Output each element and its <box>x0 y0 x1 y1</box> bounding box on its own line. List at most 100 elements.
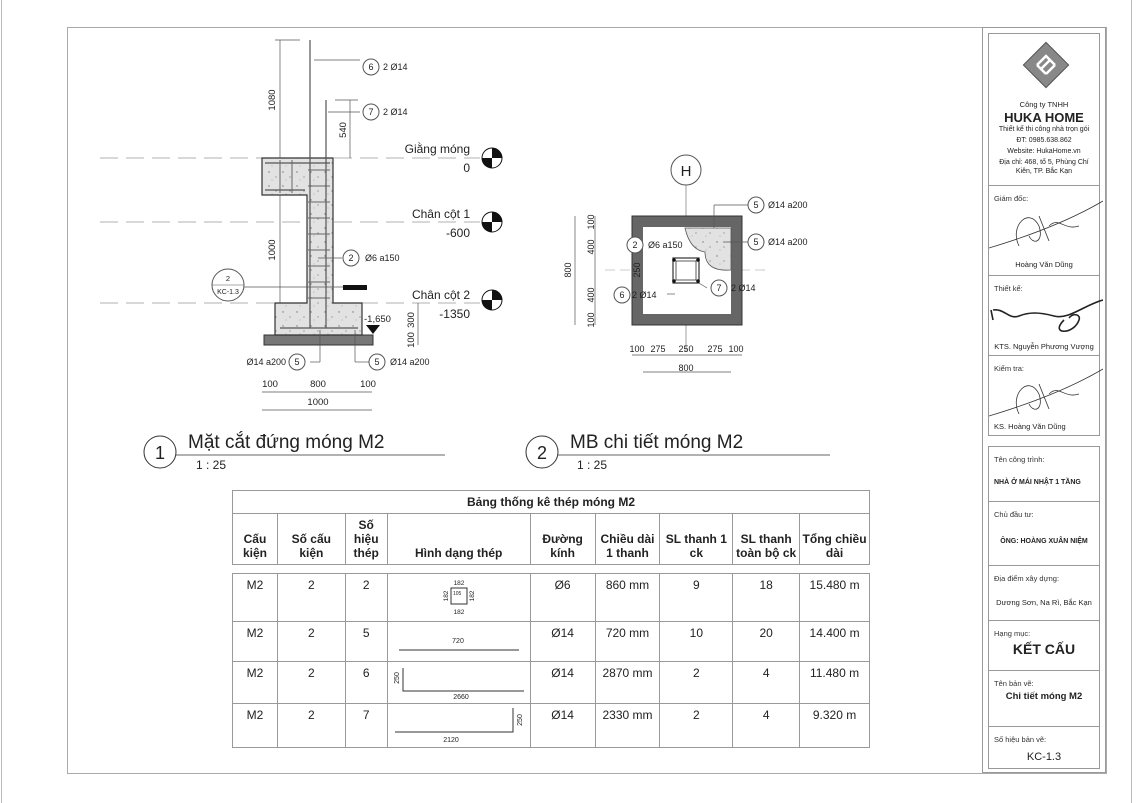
svg-text:7: 7 <box>716 283 721 293</box>
company-website: Website: HukaHome.vn <box>1007 148 1081 155</box>
col-header: SL thanh 1 ck <box>659 513 734 565</box>
svg-text:800: 800 <box>678 363 693 373</box>
company-address: Địa chỉ: 468, tổ 5, Phùng Chí Kiên, TP. … <box>999 159 1089 175</box>
level-chan-cot-2: Chân cột 2 -1350 <box>412 288 503 321</box>
svg-text:2: 2 <box>348 253 353 263</box>
company-phone: ĐT: 0985.638.862 <box>1016 137 1072 144</box>
svg-text:2: 2 <box>226 274 230 283</box>
svg-text:7: 7 <box>368 107 373 117</box>
rebar-shape-straight: 720 <box>386 621 531 662</box>
sheet-name-section: Tên bản vẽ:Chi tiết móng M2 <box>989 671 1099 727</box>
svg-text:105: 105 <box>453 591 462 597</box>
dim-1000-vertical: 1000 <box>267 239 278 260</box>
col-header: Số hiệu thép <box>344 513 388 565</box>
plan-dims: 100 400 250 400 100 800 100 275 250 275 … <box>563 214 744 373</box>
svg-text:Ø14 a200: Ø14 a200 <box>768 237 808 247</box>
director-name: Hoàng Văn Dũng <box>1015 260 1073 269</box>
location-section: Địa điểm xây dựng:Dương Sơn, Na Rì, Bắc … <box>989 566 1099 621</box>
drawing-frame <box>67 27 1107 774</box>
col-header: Số cấu kiện <box>276 513 346 565</box>
dim-100-right: 100 <box>360 379 376 390</box>
dim-100-left: 100 <box>262 379 278 390</box>
dim-300: 300 <box>406 312 417 328</box>
col-header: Chiều dài 1 thanh <box>594 513 661 565</box>
rebar-tag: 5 Ø14 a200 <box>747 196 808 214</box>
svg-text:250: 250 <box>394 672 401 684</box>
svg-text:Chân cột 2: Chân cột 2 <box>412 288 470 302</box>
col-header: Đường kính <box>529 513 596 565</box>
title-block-lower: Tên công trình:NHÀ Ở MÁI NHẬT 1 TẦNG Chủ… <box>988 446 1100 769</box>
svg-text:5: 5 <box>374 357 379 367</box>
svg-text:5: 5 <box>753 237 758 247</box>
view-title-1: 1 Mặt cắt đứng móng M2 1 : 25 <box>143 431 445 472</box>
company-slogan: Thiết kế thi công nhà trọn gói <box>998 126 1090 133</box>
section-reference: 2KC-1.3 <box>211 268 245 302</box>
svg-text:-600: -600 <box>446 226 470 240</box>
owner-name: ÔNG: HOÀNG XUÂN NIỆM <box>1000 538 1088 545</box>
svg-text:Ø14 a200: Ø14 a200 <box>390 357 430 367</box>
category-section: Hạng mục:KẾT CẤU <box>989 621 1099 671</box>
company-prefix: Công ty TNHH <box>1019 100 1069 109</box>
svg-text:182: 182 <box>453 580 464 587</box>
svg-text:720: 720 <box>452 638 464 645</box>
spot-level: -1,650 <box>364 314 391 325</box>
svg-text:1 : 25: 1 : 25 <box>196 458 226 472</box>
svg-text:275: 275 <box>650 344 665 354</box>
svg-text:Ø6 a150: Ø6 a150 <box>365 253 400 263</box>
svg-text:182: 182 <box>453 609 464 616</box>
sheet-number-section: Số hiệu bản vẽ:KC-1.3 <box>989 727 1099 770</box>
designer-name: KTS. Nguyễn Phương Vượng <box>994 342 1094 351</box>
svg-text:5: 5 <box>294 357 299 367</box>
svg-text:182: 182 <box>469 590 476 601</box>
category: KẾT CẤU <box>1012 641 1076 657</box>
dim-1000: 1000 <box>307 397 328 408</box>
svg-text:5: 5 <box>753 200 758 210</box>
svg-text:MB chi tiết móng M2: MB chi tiết móng M2 <box>570 432 743 453</box>
svg-text:100: 100 <box>728 344 743 354</box>
sheet-number: KC-1.3 <box>1026 751 1062 763</box>
svg-text:2 Ø14: 2 Ø14 <box>383 107 408 117</box>
dim-100-vertical: 100 <box>406 332 417 348</box>
svg-text:Mặt cắt đứng móng M2: Mặt cắt đứng móng M2 <box>188 431 384 453</box>
svg-text:1: 1 <box>155 443 165 463</box>
svg-text:2 Ø14: 2 Ø14 <box>731 283 756 293</box>
table-title: Bảng thống kê thép móng M2 <box>232 490 870 514</box>
plan-dimension-lines <box>574 204 748 373</box>
title-block-upper: Công ty TNHH HUKA HOME Thiết kế thi công… <box>988 33 1103 436</box>
company-name: HUKA HOME <box>1004 110 1084 125</box>
project-section: Tên công trình:NHÀ Ở MÁI NHẬT 1 TẦNG <box>989 447 1099 502</box>
svg-text:-1350: -1350 <box>439 307 470 321</box>
sheet-name: Chi tiết móng M2 <box>1005 691 1083 702</box>
svg-text:275: 275 <box>707 344 722 354</box>
svg-text:2: 2 <box>537 443 547 463</box>
svg-text:250: 250 <box>632 262 642 277</box>
svg-text:0: 0 <box>463 161 470 175</box>
svg-text:2120: 2120 <box>443 737 459 744</box>
rebar-tag: 5 Ø14 a200 <box>747 233 808 251</box>
signature <box>989 200 1103 249</box>
svg-text:2 Ø14: 2 Ø14 <box>383 62 408 72</box>
location: Dương Sơn, Na Rì, Bắc Kạn <box>996 598 1092 607</box>
dim-540: 540 <box>338 122 349 138</box>
dim-1080: 1080 <box>267 89 278 110</box>
svg-text:Ø14 a200: Ø14 a200 <box>768 200 808 210</box>
drawing-canvas: 1080 540 1000 300 100 100 800 100 1000 -… <box>100 39 830 472</box>
svg-text:2: 2 <box>632 240 637 250</box>
dim-800: 800 <box>310 379 326 390</box>
view-title-2: 2 MB chi tiết móng M2 1 : 25 <box>525 432 830 472</box>
